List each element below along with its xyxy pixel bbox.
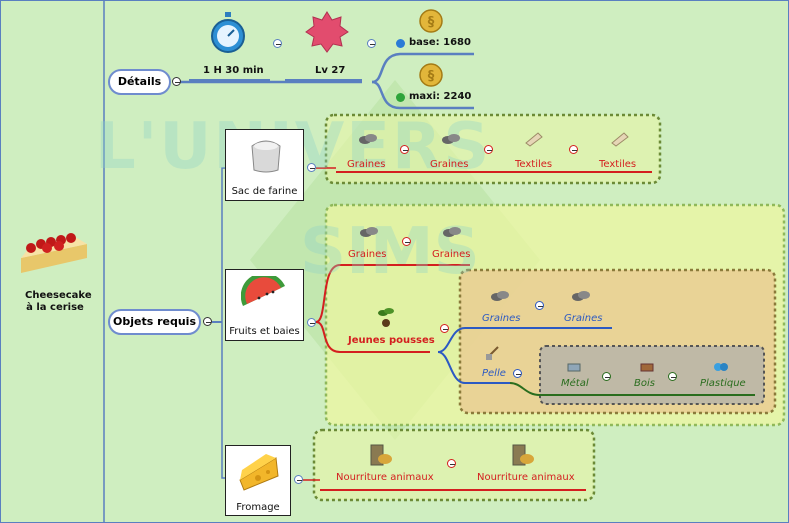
fruits-label: Fruits et baies bbox=[229, 326, 300, 337]
seeds-icon bbox=[359, 224, 379, 238]
wood-icon bbox=[640, 358, 654, 372]
cheesecake-icon bbox=[17, 218, 93, 278]
metal-icon bbox=[567, 358, 581, 372]
shoots-seed-1-toggle[interactable] bbox=[535, 301, 544, 310]
flour-item-2-toggle[interactable] bbox=[484, 145, 493, 154]
required-collapse-toggle[interactable] bbox=[203, 317, 212, 326]
flour-item-1-toggle[interactable] bbox=[400, 145, 409, 154]
details-base: base: 1680 bbox=[409, 37, 471, 48]
flour-item-1: Graines bbox=[347, 159, 386, 170]
shovel-item-wood: Bois bbox=[634, 378, 655, 389]
textile-roll-icon bbox=[524, 131, 544, 147]
seeds-icon bbox=[358, 131, 378, 145]
plastic-icon bbox=[713, 358, 729, 371]
cheese-collapse-toggle[interactable] bbox=[294, 475, 303, 484]
stopwatch-icon bbox=[210, 12, 246, 54]
flour-item-3: Textiles bbox=[515, 159, 553, 170]
shovel-item-metal: Métal bbox=[561, 378, 589, 389]
svg-text:§: § bbox=[428, 69, 435, 84]
flour-sack-icon bbox=[246, 134, 286, 174]
details-collapse-toggle[interactable] bbox=[172, 77, 181, 86]
seeds-icon bbox=[441, 131, 461, 145]
fruits-item-1-toggle[interactable] bbox=[402, 237, 411, 246]
details-time: 1 H 30 min bbox=[203, 65, 264, 76]
metal-toggle[interactable] bbox=[602, 372, 611, 381]
fruits-item-2: Graines bbox=[432, 249, 471, 260]
svg-text:§: § bbox=[428, 15, 435, 30]
coin-icon-maxi: § bbox=[419, 63, 443, 87]
shoots-seed-2: Graines bbox=[564, 313, 603, 324]
coin-icon-base: § bbox=[419, 9, 443, 33]
fruits-card[interactable]: Fruits et baies bbox=[225, 269, 304, 341]
details-node[interactable]: Détails bbox=[108, 69, 171, 95]
root-title-line2: à la cerise bbox=[26, 302, 84, 313]
cheese-label: Fromage bbox=[236, 502, 280, 513]
maxi-plus-icon bbox=[396, 93, 405, 102]
flour-item-4: Textiles bbox=[599, 159, 637, 170]
level-star-icon bbox=[305, 10, 349, 54]
seeds-icon bbox=[442, 224, 462, 238]
root-title-line1: Cheesecake bbox=[25, 290, 92, 301]
textile-roll-icon bbox=[610, 131, 630, 147]
shovel-collapse-toggle[interactable] bbox=[513, 369, 522, 378]
details-maxi: maxi: 2240 bbox=[409, 91, 472, 102]
wood-toggle[interactable] bbox=[668, 372, 677, 381]
base-minus-icon bbox=[396, 39, 405, 48]
cheese-item-2: Nourriture animaux bbox=[477, 472, 575, 483]
flour-label: Sac de farine bbox=[231, 186, 298, 197]
level-collapse-toggle[interactable] bbox=[367, 39, 376, 48]
flour-card[interactable]: Sac de farine bbox=[225, 129, 304, 201]
cheese-item-1-toggle[interactable] bbox=[447, 459, 456, 468]
fruits-item-1: Graines bbox=[348, 249, 387, 260]
watermelon-icon bbox=[240, 272, 287, 314]
animal-feed-icon bbox=[369, 443, 393, 467]
shovel-label: Pelle bbox=[482, 368, 506, 379]
shovel-ingredients-group bbox=[539, 345, 765, 405]
flour-item-2: Graines bbox=[430, 159, 469, 170]
shovel-icon bbox=[484, 343, 502, 361]
shoots-label: Jeunes pousses bbox=[348, 335, 435, 346]
flour-item-3-toggle[interactable] bbox=[569, 145, 578, 154]
time-collapse-toggle[interactable] bbox=[273, 39, 282, 48]
cheese-item-1: Nourriture animaux bbox=[336, 472, 434, 483]
flour-ingredients-group bbox=[324, 113, 662, 185]
sprout-icon bbox=[377, 306, 395, 328]
shoots-collapse-toggle[interactable] bbox=[440, 324, 449, 333]
details-level: Lv 27 bbox=[315, 65, 346, 76]
animal-feed-icon bbox=[511, 443, 535, 467]
seeds-icon bbox=[490, 288, 510, 302]
flour-collapse-toggle[interactable] bbox=[307, 163, 316, 172]
cheese-icon bbox=[236, 450, 282, 492]
shovel-item-plastic: Plastique bbox=[700, 378, 746, 389]
cheese-card[interactable]: Fromage bbox=[225, 445, 291, 516]
fruits-collapse-toggle[interactable] bbox=[307, 318, 316, 327]
required-items-node[interactable]: Objets requis bbox=[108, 309, 201, 335]
seeds-icon bbox=[571, 288, 591, 302]
watermark-line2: SIMS bbox=[300, 215, 480, 289]
shoots-seed-1: Graines bbox=[482, 313, 521, 324]
